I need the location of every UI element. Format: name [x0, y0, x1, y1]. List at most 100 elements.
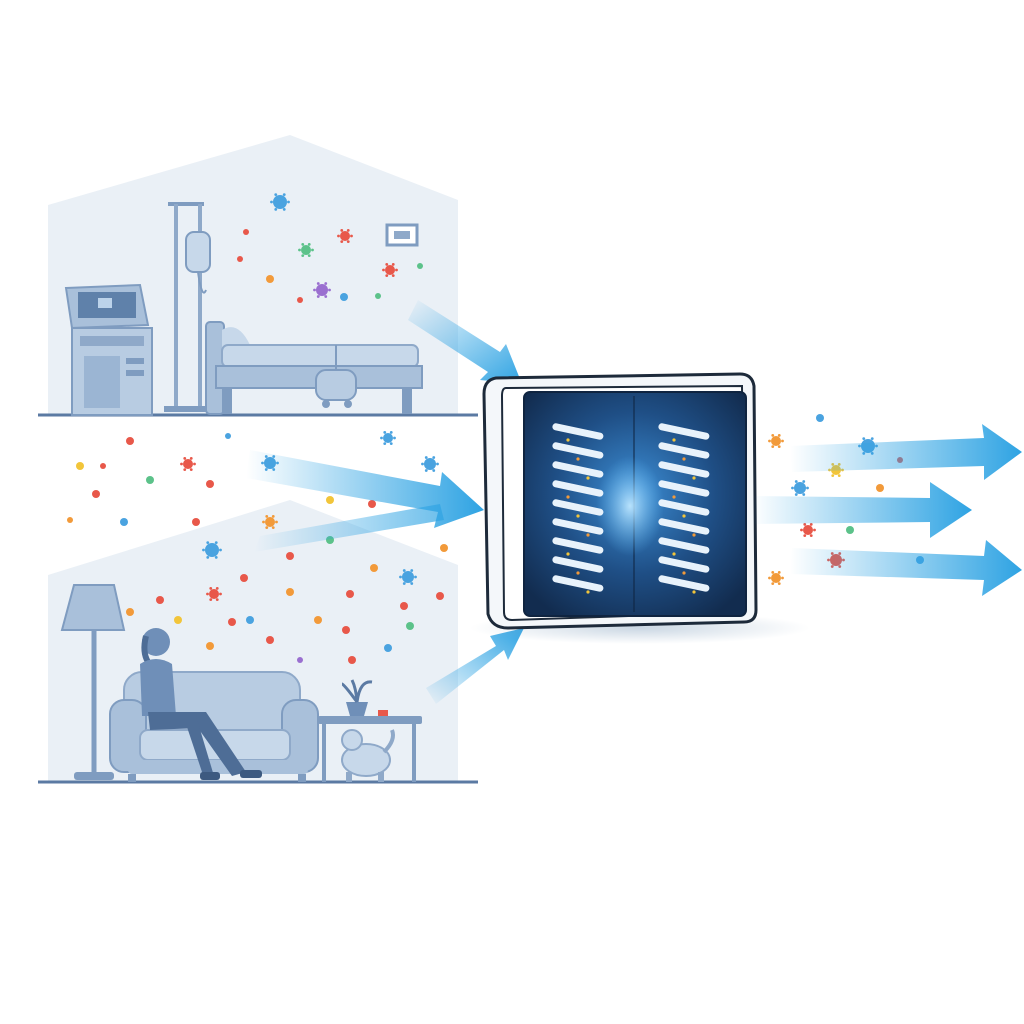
particle-icon — [340, 293, 348, 301]
particle-icon — [266, 636, 274, 644]
particle-icon — [243, 229, 249, 235]
particle-icon — [262, 514, 278, 530]
filter-coil-icon — [658, 423, 710, 442]
particle-icon — [206, 480, 214, 488]
particle-icon — [206, 642, 214, 650]
particle-icon — [876, 484, 884, 492]
filter-coil-icon — [658, 461, 710, 480]
particle-icon — [237, 256, 243, 262]
particle-icon — [399, 569, 417, 585]
hospital-bed-icon — [205, 321, 423, 415]
particle-icon — [816, 414, 824, 422]
filter-coil-icon — [658, 518, 710, 537]
particle-icon — [370, 564, 378, 572]
particle-icon — [156, 596, 164, 604]
wall-sign-icon — [385, 223, 419, 247]
particle-icon — [225, 433, 231, 439]
filter-coil-icon — [658, 442, 710, 461]
outflow-arrow-icon — [790, 540, 1022, 596]
filter-coil-icon — [552, 442, 604, 461]
particle-icon — [92, 490, 100, 498]
particle-icon — [297, 657, 303, 663]
inflow-arrows — [246, 300, 524, 704]
filter-coil-icon — [552, 518, 604, 537]
particle-icon — [76, 462, 84, 470]
particle-icon — [368, 500, 376, 508]
particle-icon — [440, 544, 448, 552]
particle-icon — [791, 480, 809, 496]
filter-coil-icon — [658, 556, 710, 575]
particle-icon — [314, 616, 322, 624]
particle-icon — [270, 193, 290, 211]
particle-icon — [380, 430, 396, 446]
inflow-arrow-icon — [408, 300, 522, 384]
plant-icon — [341, 679, 373, 716]
particle-icon — [286, 588, 294, 596]
screen-glow — [596, 456, 664, 556]
filter-coil-icon — [658, 537, 710, 556]
particle-icon — [126, 437, 134, 445]
hospital-room — [38, 135, 478, 417]
particle-icon — [800, 522, 816, 538]
particle-icon — [436, 592, 444, 600]
filter-coil-icon — [552, 461, 604, 480]
outflow-arrow-icon — [790, 424, 1022, 480]
particle-icon — [768, 433, 784, 449]
filter-coil-icon — [658, 499, 710, 518]
filter-coil-icon — [552, 480, 604, 499]
particle-icon — [375, 293, 381, 299]
bed-side-device-icon — [315, 345, 357, 408]
particle-icon — [246, 616, 254, 624]
particle-icon — [297, 297, 303, 303]
particle-icon — [202, 541, 222, 559]
dog-icon — [341, 729, 395, 782]
particle-icon — [146, 476, 154, 484]
floor-lamp-icon — [60, 584, 126, 780]
coffee-table-icon — [318, 710, 422, 782]
person-icon — [140, 628, 262, 780]
pollutant-particles — [67, 193, 924, 664]
inflow-arrow-icon — [254, 504, 444, 552]
outflow-arrow-icon — [752, 482, 972, 538]
particle-icon — [228, 618, 236, 626]
particle-icon — [313, 282, 331, 298]
living-room — [38, 500, 478, 784]
particle-icon — [346, 590, 354, 598]
filter-coil-icon — [552, 575, 604, 594]
particle-icon — [180, 456, 196, 472]
filter-coil-icon — [552, 499, 604, 518]
particle-icon — [286, 552, 294, 560]
particle-icon — [337, 228, 353, 244]
filter-coil-icon — [552, 423, 604, 442]
inflow-arrow-icon — [426, 628, 524, 704]
particle-icon — [174, 616, 182, 624]
particle-icon — [100, 463, 106, 469]
particle-icon — [67, 517, 73, 523]
particle-icon — [406, 622, 414, 630]
particle-icon — [846, 526, 854, 534]
particle-icon — [326, 496, 334, 504]
particle-icon — [120, 518, 128, 526]
particle-icon — [126, 608, 134, 616]
particle-icon — [400, 602, 408, 610]
filter-coil-icon — [658, 575, 710, 594]
filter-coil-icon — [552, 537, 604, 556]
particle-icon — [266, 275, 274, 283]
particle-icon — [382, 262, 398, 278]
filter-coils — [552, 423, 710, 594]
particle-icon — [298, 242, 314, 258]
air-purifier-icon — [470, 372, 810, 644]
particle-icon — [342, 626, 350, 634]
filter-coil-icon — [552, 556, 604, 575]
particle-icon — [206, 586, 222, 602]
filter-coil-icon — [658, 480, 710, 499]
monitor-kiosk-icon — [64, 283, 153, 416]
particle-icon — [421, 456, 439, 472]
particle-icon — [348, 656, 356, 664]
particle-icon — [384, 644, 392, 652]
particle-icon — [768, 570, 784, 586]
particle-icon — [240, 574, 248, 582]
iv-pole-icon — [164, 202, 212, 412]
particle-icon — [417, 263, 423, 269]
